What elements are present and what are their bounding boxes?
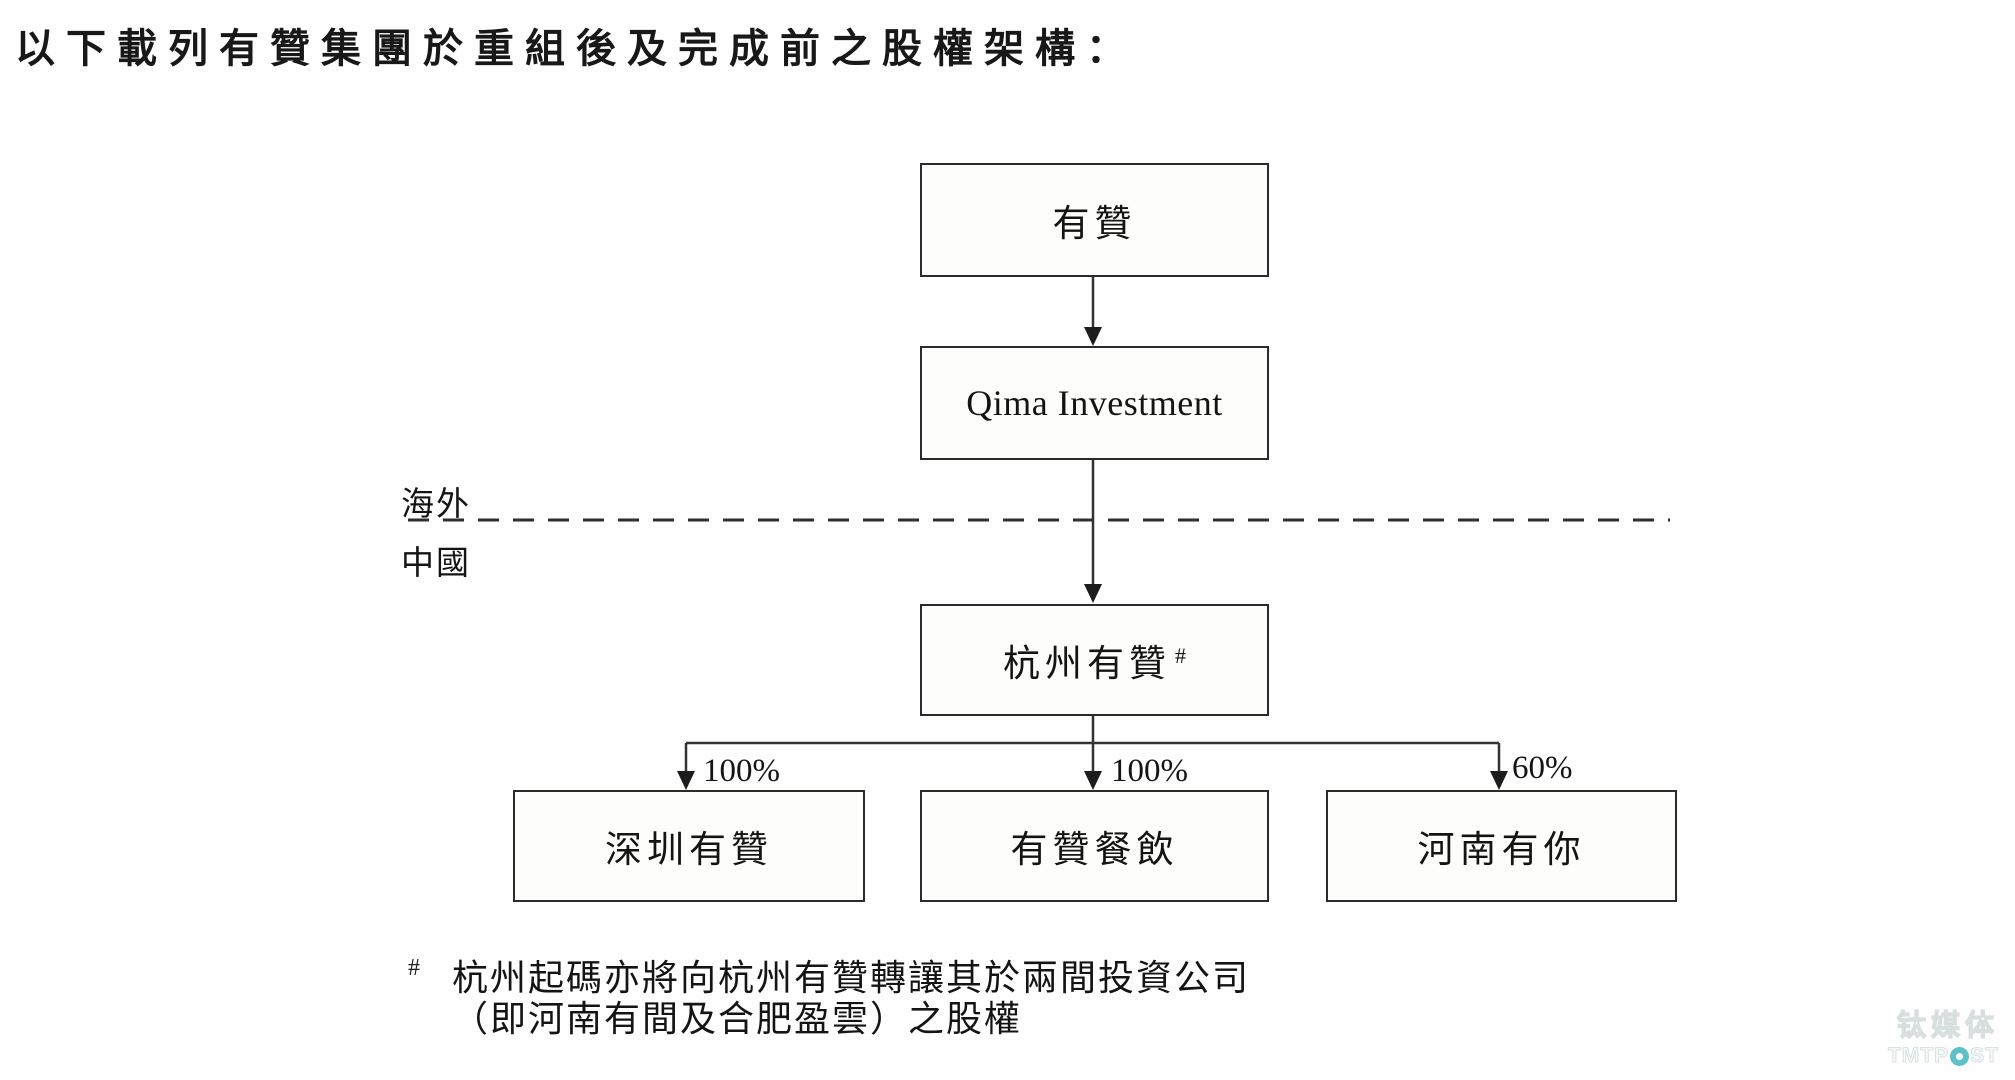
node-youzan-label: 有贊 <box>1052 204 1137 245</box>
region-label-china: 中國 <box>401 546 471 582</box>
ownership-label-henan: 60% <box>1512 750 1573 786</box>
arrowhead-icon <box>677 771 695 790</box>
watermark-chinese-text: 钛媒体 <box>1896 1010 1999 1042</box>
watermark-latin-text: TMTP ST <box>1887 1044 1999 1068</box>
footnote-line-2: （即河南有間及合肥盈雲）之股權 <box>452 999 1023 1039</box>
page-title: 以下載列有贊集團於重組後及完成前之股權架構： <box>15 26 1137 71</box>
ownership-label-shenzhen: 100% <box>703 753 780 789</box>
node-hangzhou-youzan: 杭州有贊# <box>920 604 1269 716</box>
arrowhead-icon <box>1490 771 1508 790</box>
watermark-st: ST <box>1970 1044 1999 1068</box>
node-henan-youni-label: 河南有你 <box>1417 830 1586 871</box>
region-label-overseas: 海外 <box>401 487 471 523</box>
ownership-label-catering: 100% <box>1111 753 1188 789</box>
arrowhead-icon <box>1084 327 1102 346</box>
node-youzan-catering-label: 有贊餐飲 <box>1010 830 1179 871</box>
node-qima-investment: Qima Investment <box>920 346 1269 460</box>
node-shenzhen-youzan: 深圳有贊 <box>513 790 865 902</box>
node-henan-youni: 河南有你 <box>1326 790 1677 902</box>
node-hangzhou-youzan-label: 杭州有贊 <box>1003 644 1171 685</box>
footnote-marker: # <box>408 955 420 981</box>
node-youzan: 有贊 <box>920 163 1269 277</box>
node-qima-investment-label: Qima Investment <box>966 383 1223 423</box>
footnote-line-1: 杭州起碼亦將向杭州有贊轉讓其於兩間投資公司 <box>452 958 1251 998</box>
tmtpost-eye-logo-icon <box>1950 1046 1970 1066</box>
node-youzan-catering: 有贊餐飲 <box>920 790 1269 902</box>
footnote-reference-marker: # <box>1175 642 1186 668</box>
node-shenzhen-youzan-label: 深圳有贊 <box>605 830 773 871</box>
watermark-tmtp: TMTP <box>1887 1044 1950 1068</box>
arrowhead-icon <box>1084 584 1102 603</box>
arrowhead-icon <box>1084 771 1102 790</box>
tmtpost-watermark: 钛媒体 TMTP ST <box>1887 1010 1999 1068</box>
